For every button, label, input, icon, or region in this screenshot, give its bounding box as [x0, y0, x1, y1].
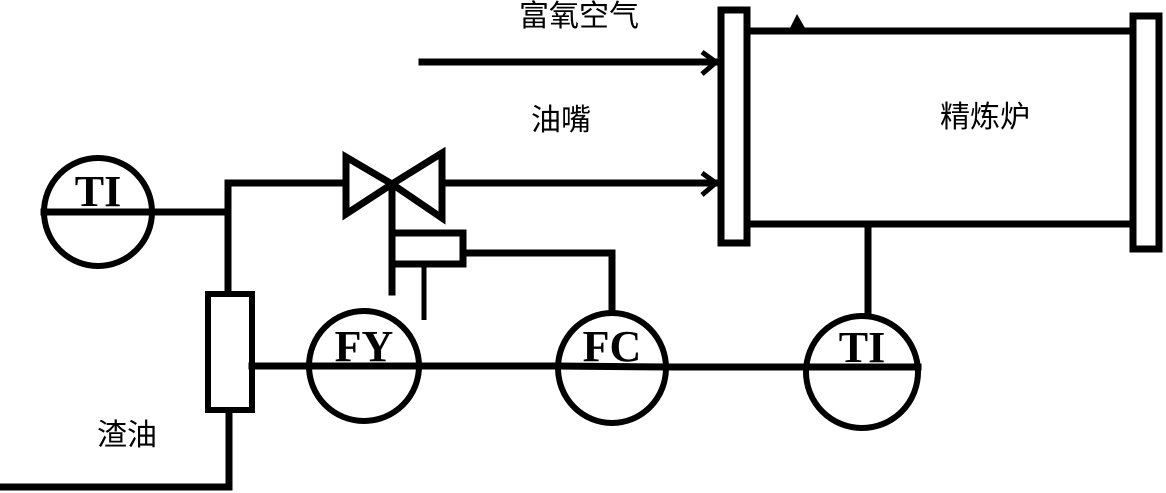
furnace-right-flange: [1129, 12, 1163, 253]
valve-actuator: [388, 229, 467, 268]
tag-label: TI: [839, 323, 885, 372]
oil-feed-line: [148, 170, 721, 296]
furnace-left-flange: [717, 6, 751, 247]
tag-label: FC: [583, 322, 642, 371]
instrument-ti-left: TI: [40, 155, 156, 269]
instrument-ti-right: TI: [802, 313, 922, 431]
oxygen-air-line: [418, 49, 721, 76]
furnace-label: 精炼炉: [940, 100, 1030, 135]
instrument-fy: FY: [305, 308, 424, 424]
residual-oil-label: 渣油: [97, 418, 157, 453]
instrument-fc: FC: [554, 310, 670, 426]
flow-meter: [0, 291, 314, 491]
control-valve-icon: [342, 146, 616, 320]
tag-label: FY: [335, 322, 394, 371]
refining-furnace: [717, 6, 1163, 253]
oxygen-air-label: 富氧空气: [519, 0, 639, 34]
tag-label: TI: [75, 167, 121, 216]
oil-nozzle-label: 油嘴: [531, 103, 591, 138]
